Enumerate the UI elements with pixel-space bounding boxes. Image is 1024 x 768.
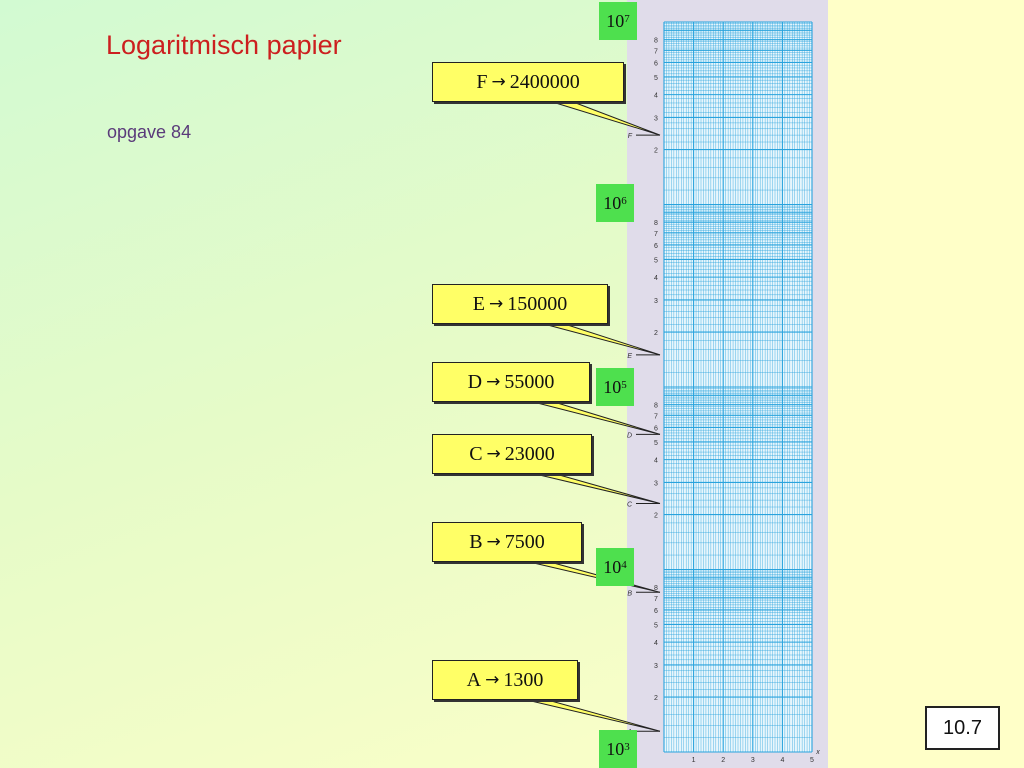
power-base: 10 xyxy=(606,10,625,31)
arrow-icon: → xyxy=(488,294,504,314)
slide-title: Logaritmisch papier xyxy=(106,30,342,60)
power-exponent: 4 xyxy=(621,559,627,571)
x-tick-label: 2 xyxy=(721,757,725,764)
y-tick-label: 5 xyxy=(654,622,658,629)
point-letter: F xyxy=(476,70,488,93)
point-marker-letter: C xyxy=(627,501,633,508)
point-letter: C xyxy=(469,442,483,465)
y-tick-label: 6 xyxy=(654,608,658,615)
y-tick-label: 7 xyxy=(654,48,658,55)
point-value: 1300 xyxy=(503,668,544,691)
arrow-icon: → xyxy=(486,532,501,552)
y-tick-label: 7 xyxy=(654,596,658,603)
y-tick-label: 4 xyxy=(654,640,658,647)
y-tick-label: 5 xyxy=(654,440,658,447)
y-tick-label: 3 xyxy=(654,298,658,305)
callout-e: E→150000 xyxy=(432,284,608,324)
power-base: 10 xyxy=(603,376,622,397)
arrow-icon: → xyxy=(486,444,501,464)
x-tick-label: 5 xyxy=(810,757,814,764)
power-exponent: 7 xyxy=(624,13,630,25)
power-base: 10 xyxy=(606,738,625,759)
y-tick-label: 7 xyxy=(654,231,658,238)
page-number-badge: 10.7 xyxy=(925,706,1000,750)
power-exponent: 6 xyxy=(621,195,627,207)
y-tick-label: 8 xyxy=(654,585,658,592)
arrow-icon: → xyxy=(486,372,501,392)
y-tick-label: 5 xyxy=(654,257,658,264)
point-letter: A xyxy=(466,668,482,691)
point-letter: D xyxy=(467,370,483,393)
point-marker-letter: B xyxy=(627,590,632,597)
callout-f: F→2400000 xyxy=(432,62,624,102)
point-value: 150000 xyxy=(507,292,568,315)
point-marker-letter: E xyxy=(627,353,632,360)
y-tick-label: 8 xyxy=(654,403,658,410)
point-value: 55000 xyxy=(504,370,555,393)
point-letter: E xyxy=(472,292,485,315)
point-value: 7500 xyxy=(504,530,545,553)
point-value: 2400000 xyxy=(509,70,580,93)
callout-c: C→23000 xyxy=(432,434,592,474)
slide-subtitle: opgave 84 xyxy=(107,122,192,142)
y-tick-label: 7 xyxy=(654,413,658,420)
y-tick-label: 4 xyxy=(654,458,658,465)
y-tick-label: 4 xyxy=(654,275,658,282)
right-margin-strip xyxy=(828,0,1024,768)
y-tick-label: 8 xyxy=(654,38,658,45)
x-axis-label: x xyxy=(815,749,820,756)
power-base: 10 xyxy=(603,556,622,577)
callout-b: B→7500 xyxy=(432,522,582,562)
callout-d: D→55000 xyxy=(432,362,590,402)
y-tick-label: 3 xyxy=(654,480,658,487)
arrow-icon: → xyxy=(485,670,500,690)
y-tick-label: 2 xyxy=(654,330,658,337)
x-tick-label: 3 xyxy=(751,757,755,764)
x-tick-label: 4 xyxy=(780,757,784,764)
callout-a: A→1300 xyxy=(432,660,578,700)
point-value: 23000 xyxy=(504,442,555,465)
y-tick-label: 2 xyxy=(654,695,658,702)
point-marker-letter: F xyxy=(628,133,633,140)
axis-labels: 12345x2345678234567823456782345678FEDCBA xyxy=(626,38,820,764)
y-tick-label: 3 xyxy=(654,663,658,670)
y-tick-label: 4 xyxy=(654,93,658,100)
y-tick-label: 8 xyxy=(654,220,658,227)
y-tick-label: 6 xyxy=(654,425,658,432)
point-marker-letter: D xyxy=(627,432,632,439)
y-tick-label: 5 xyxy=(654,75,658,82)
arrow-icon: → xyxy=(491,72,506,92)
y-tick-label: 2 xyxy=(654,513,658,520)
grid-lines xyxy=(663,21,813,753)
point-letter: B xyxy=(469,530,483,553)
y-tick-label: 6 xyxy=(654,243,658,250)
y-tick-label: 2 xyxy=(654,148,658,155)
power-base: 10 xyxy=(603,192,622,213)
power-exponent: 3 xyxy=(624,741,630,753)
x-tick-label: 1 xyxy=(692,757,696,764)
power-exponent: 5 xyxy=(621,379,627,391)
y-tick-label: 3 xyxy=(654,115,658,122)
y-tick-label: 6 xyxy=(654,60,658,67)
